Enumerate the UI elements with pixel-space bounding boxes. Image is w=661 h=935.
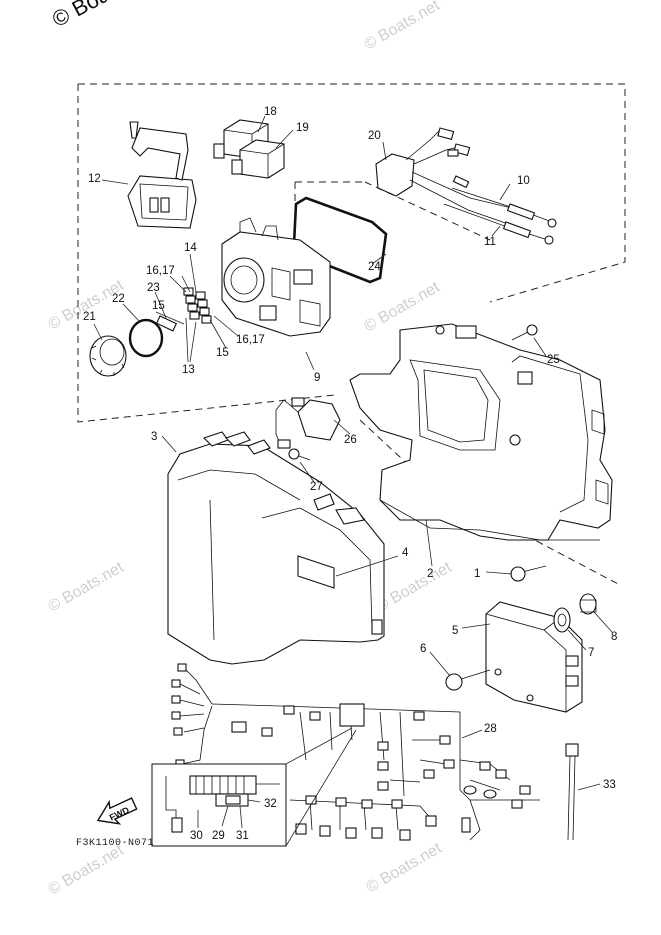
callout-19: 19 [296, 122, 309, 134]
callout-16-17a: 16,17 [146, 265, 175, 277]
callout-26: 26 [344, 434, 357, 446]
callout-24: 24 [368, 261, 381, 273]
callout-20: 20 [368, 130, 381, 142]
callout-13: 13 [182, 364, 195, 376]
callout-21: 21 [83, 311, 96, 323]
diagram-code: F3K1100-N071 [76, 838, 155, 849]
part-27-screw [288, 448, 311, 461]
callout-8: 8 [611, 631, 617, 643]
callout-30: 30 [190, 830, 203, 842]
callout-28: 28 [484, 723, 497, 735]
part-14-fuse-block [183, 287, 212, 324]
callout-32: 32 [264, 798, 277, 810]
part-3-cover [167, 431, 385, 665]
part-28-wire-harness [171, 663, 540, 841]
part-10-cable [451, 187, 557, 228]
watermark: © Boats.net [364, 840, 446, 897]
callout-9: 9 [314, 372, 320, 384]
part-8-collar [579, 593, 597, 615]
callout-1: 1 [474, 568, 480, 580]
watermark: © Boats.net [362, 0, 444, 53]
callout-10: 10 [517, 175, 530, 187]
callout-27: 27 [310, 481, 323, 493]
part-6-bolt [445, 669, 491, 691]
callout-2: 2 [427, 568, 433, 580]
callout-labels: 18 19 20 10 11 12 14 16,17 23 22 21 15 1… [83, 106, 617, 842]
watermark: © Boats.net [46, 277, 128, 334]
part-25-bolt [511, 324, 538, 341]
callout-31: 31 [236, 830, 249, 842]
callout-14: 14 [184, 242, 197, 254]
callout-15b: 15 [216, 347, 229, 359]
watermark: © Boats.net [46, 842, 128, 899]
watermark: © Boats.net [374, 559, 456, 616]
callout-22: 22 [112, 293, 125, 305]
callout-29: 29 [212, 830, 225, 842]
part-4-label [297, 555, 335, 589]
part-33-cable-tie [565, 743, 579, 841]
part-20-connector [375, 127, 521, 229]
inset-box [151, 727, 357, 847]
callout-23: 23 [147, 282, 160, 294]
fwd-arrow-icon: FWD [96, 797, 138, 825]
callout-4: 4 [402, 547, 409, 559]
part-23-fuse [155, 315, 178, 332]
watermark: © Boats.net [46, 559, 128, 616]
callout-5: 5 [452, 625, 458, 637]
callout-18: 18 [264, 106, 277, 118]
callout-16-17b: 16,17 [236, 334, 265, 346]
callout-6: 6 [420, 643, 426, 655]
callout-11: 11 [484, 236, 496, 248]
part-26-sensor [275, 397, 341, 449]
part-7-grommet [553, 607, 571, 633]
part-22-oring [128, 318, 164, 358]
part-21-cap [89, 335, 127, 377]
callout-3: 3 [151, 431, 157, 443]
part-9-box-assembly [221, 217, 331, 337]
callout-33: 33 [603, 779, 616, 791]
leader-lines [93, 115, 613, 829]
part-1-bolt [510, 565, 547, 582]
part-2-housing [349, 323, 613, 541]
callout-7: 7 [588, 647, 594, 659]
callout-25: 25 [547, 354, 560, 366]
part-19-relay [213, 139, 285, 179]
subassembly-outline [77, 83, 626, 586]
part-11-cable [443, 203, 554, 245]
callout-12: 12 [88, 173, 101, 185]
part-24-gasket [292, 196, 388, 284]
callout-15a: 15 [152, 300, 165, 312]
part-12-cover [127, 121, 197, 229]
